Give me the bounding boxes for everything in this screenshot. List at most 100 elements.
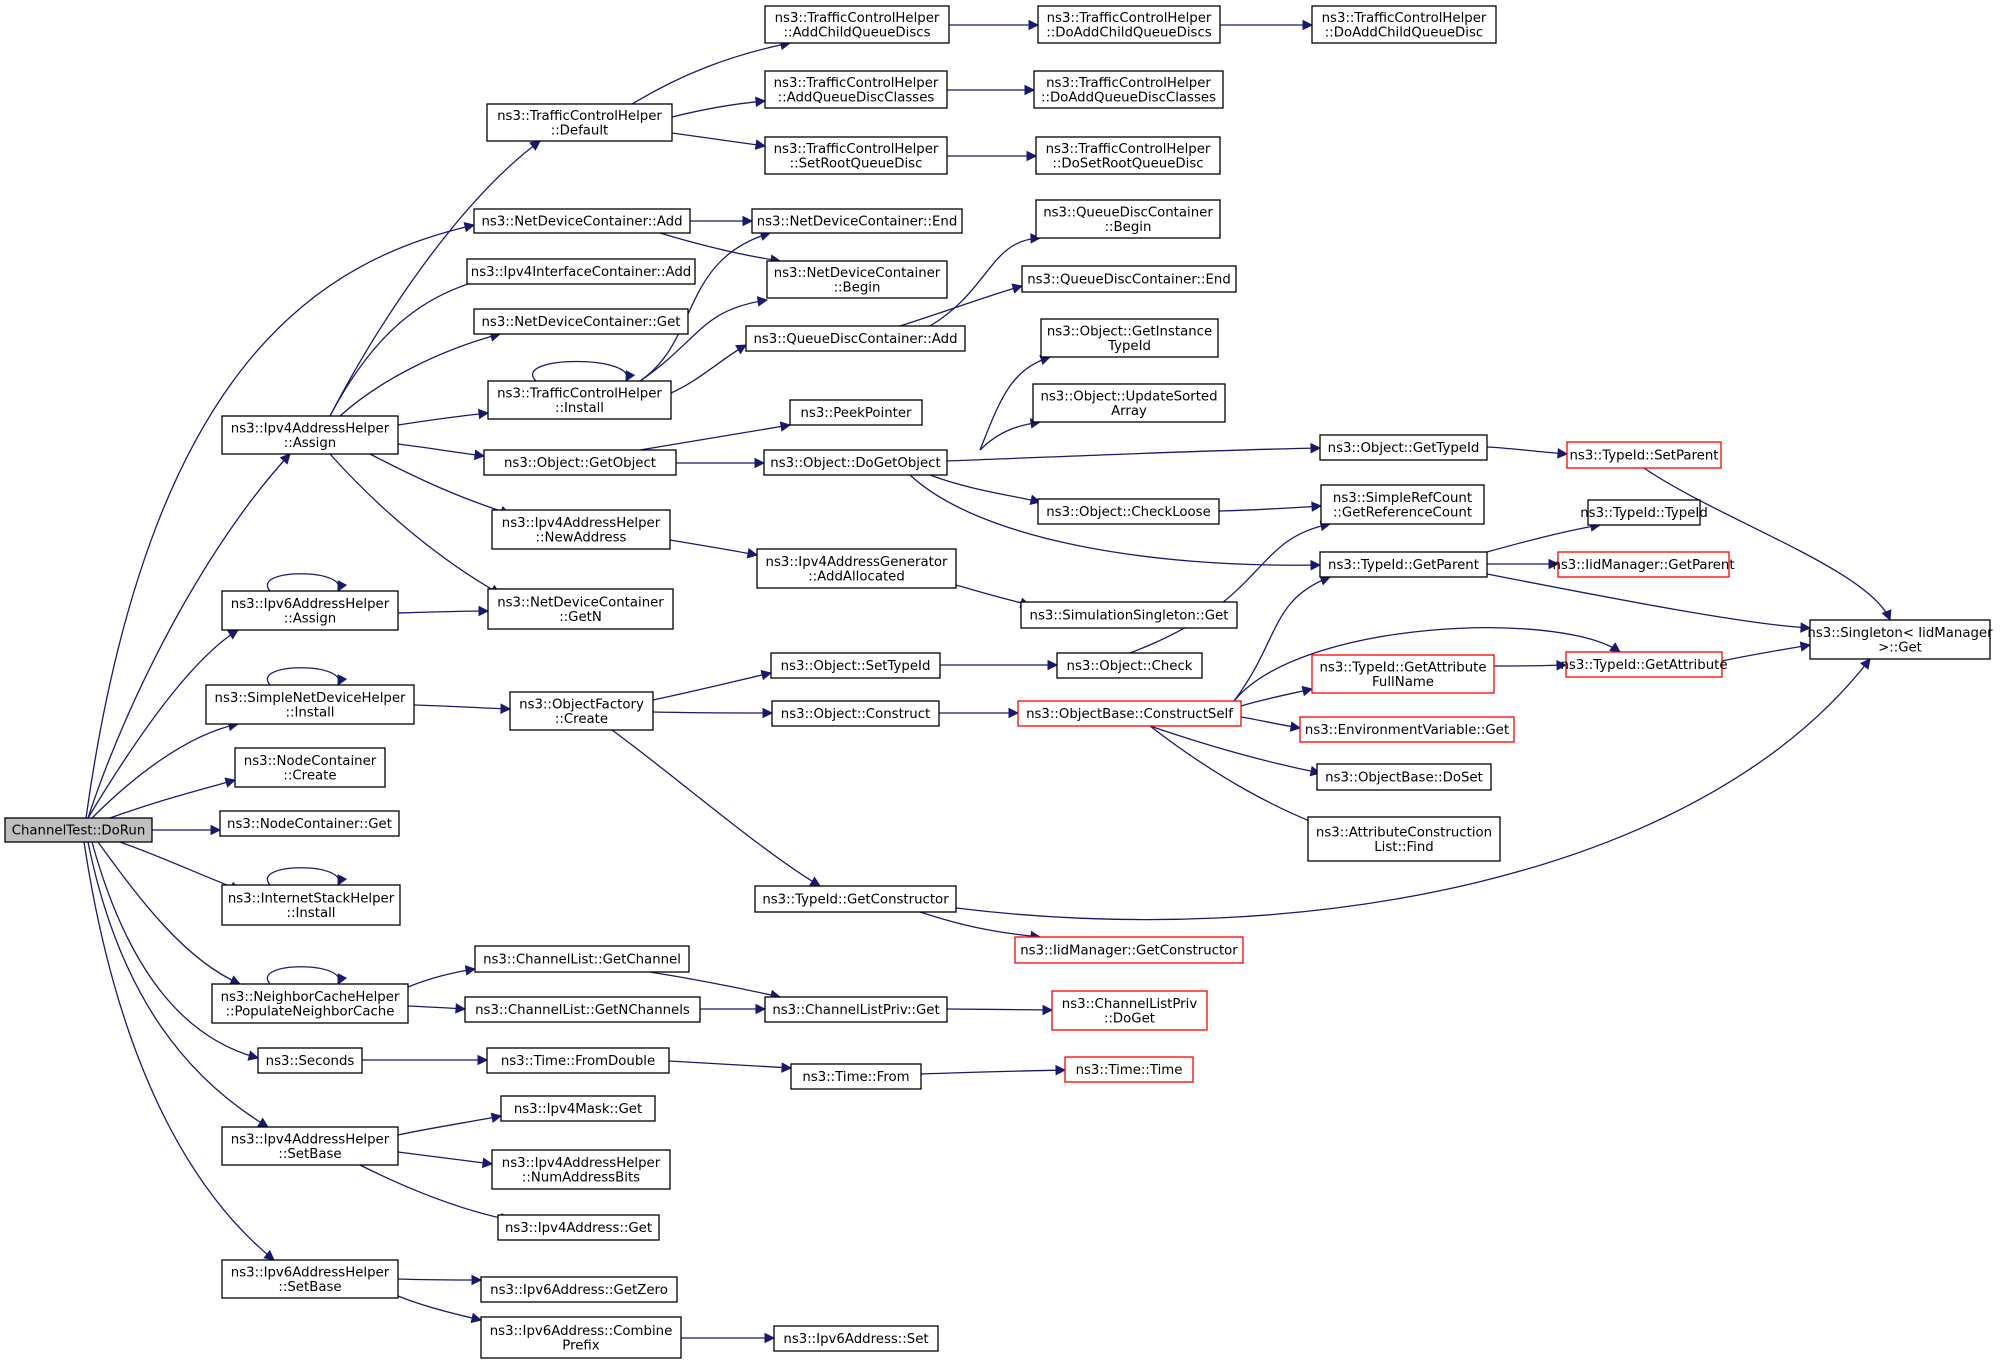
node-box[interactable]: [509, 691, 654, 731]
node-ipv6address-getzero[interactable]: ns3::Ipv6Address::GetZero: [480, 1276, 678, 1303]
node-chlpriv-get[interactable]: ns3::ChannelListPriv::Get: [764, 996, 948, 1023]
node-box[interactable]: [1035, 199, 1221, 239]
node-box[interactable]: [1051, 990, 1208, 1031]
node-box[interactable]: [1032, 383, 1226, 423]
node-typeid-getconstructor[interactable]: ns3::TypeId::GetConstructor: [754, 885, 957, 913]
node-box[interactable]: [219, 810, 400, 837]
node-ipv4ah-setbase[interactable]: ns3::Ipv4AddressHelper::SetBase: [221, 1126, 399, 1166]
node-box[interactable]: [497, 1214, 660, 1241]
node-envvar-get[interactable]: ns3::EnvironmentVariable::Get: [1299, 716, 1515, 743]
node-peekpointer[interactable]: ns3::PeekPointer: [789, 399, 923, 426]
node-box[interactable]: [1033, 70, 1224, 109]
node-box[interactable]: [1299, 716, 1515, 743]
node-singleton-get[interactable]: ns3::Singleton< IidManager>::Get: [1807, 619, 1993, 660]
node-ipv4ah-newaddress[interactable]: ns3::Ipv4AddressHelper::NewAddress: [491, 509, 671, 550]
node-ipv6ah-assign[interactable]: ns3::Ipv6AddressHelper::Assign: [221, 590, 399, 631]
node-box[interactable]: [1037, 5, 1221, 44]
node-chlpriv-doget[interactable]: ns3::ChannelListPriv::DoGet: [1051, 990, 1208, 1031]
node-box[interactable]: [234, 747, 386, 788]
node-time-from[interactable]: ns3::Time::From: [790, 1063, 922, 1090]
node-nch-populate[interactable]: ns3::NeighborCacheHelper::PopulateNeighb…: [211, 983, 409, 1024]
node-box[interactable]: [221, 590, 399, 631]
node-ndc-add[interactable]: ns3::NetDeviceContainer::Add: [473, 208, 691, 234]
node-box[interactable]: [1565, 651, 1723, 678]
node-box[interactable]: [1056, 652, 1203, 679]
node-obj-dogetobject[interactable]: ns3::Object::DoGetObject: [763, 449, 948, 476]
node-box[interactable]: [483, 449, 677, 476]
node-objbase-doset[interactable]: ns3::ObjectBase::DoSet: [1316, 763, 1492, 791]
node-ndc-begin[interactable]: ns3::NetDeviceContainer::Begin: [766, 260, 948, 299]
node-objbase-constructself[interactable]: ns3::ObjectBase::ConstructSelf: [1017, 700, 1242, 727]
node-box[interactable]: [754, 885, 957, 913]
node-box[interactable]: [221, 884, 401, 926]
node-chl-getchannel[interactable]: ns3::ChannelList::GetChannel: [474, 945, 690, 973]
node-box[interactable]: [464, 996, 701, 1023]
node-simsingleton-get[interactable]: ns3::SimulationSingleton::Get: [1020, 601, 1238, 629]
node-tch-doaddchildren[interactable]: ns3::TrafficControlHelper::DoAddChildQue…: [1037, 5, 1221, 44]
node-root[interactable]: ChannelTest::DoRun: [4, 817, 153, 843]
node-tch-setroot[interactable]: ns3::TrafficControlHelper::SetRootQueueD…: [764, 136, 948, 175]
node-box[interactable]: [221, 415, 399, 455]
node-box[interactable]: [466, 258, 696, 285]
node-box[interactable]: [257, 1047, 363, 1074]
node-box[interactable]: [473, 308, 689, 335]
node-obj-getobject[interactable]: ns3::Object::GetObject: [483, 449, 677, 476]
node-box[interactable]: [221, 1259, 399, 1299]
node-box[interactable]: [756, 548, 957, 589]
node-box[interactable]: [487, 588, 674, 630]
node-box[interactable]: [771, 700, 940, 727]
node-box[interactable]: [1040, 318, 1219, 358]
node-box[interactable]: [205, 684, 415, 725]
node-nc-get[interactable]: ns3::NodeContainer::Get: [219, 810, 400, 837]
node-iidmgr-getparent[interactable]: ns3::IidManager::GetParent: [1552, 551, 1735, 578]
node-box[interactable]: [1017, 700, 1242, 727]
node-iidmgr-getconstructor[interactable]: ns3::IidManager::GetConstructor: [1014, 936, 1244, 964]
node-tch-addclasses[interactable]: ns3::TrafficControlHelper::AddQueueDiscC…: [764, 70, 948, 109]
node-box[interactable]: [1320, 484, 1485, 525]
node-time-time[interactable]: ns3::Time::Time: [1064, 1056, 1194, 1083]
node-box[interactable]: [4, 817, 153, 843]
node-box[interactable]: [221, 1126, 399, 1166]
node-box[interactable]: [1587, 499, 1701, 526]
node-qdc-add[interactable]: ns3::QueueDiscContainer::Add: [745, 325, 966, 352]
node-box[interactable]: [491, 1149, 671, 1190]
node-box[interactable]: [764, 70, 948, 109]
node-time-fromdouble[interactable]: ns3::Time::FromDouble: [486, 1047, 670, 1074]
node-box[interactable]: [764, 996, 948, 1023]
node-box[interactable]: [474, 945, 690, 973]
node-box[interactable]: [491, 509, 671, 550]
node-tch-doaddclasses[interactable]: ns3::TrafficControlHelper::DoAddQueueDis…: [1033, 70, 1224, 109]
node-nc-create[interactable]: ns3::NodeContainer::Create: [234, 747, 386, 788]
node-box[interactable]: [486, 1047, 670, 1074]
node-box[interactable]: [211, 983, 409, 1024]
node-box[interactable]: [1014, 936, 1244, 964]
node-box[interactable]: [1021, 265, 1237, 293]
node-box[interactable]: [790, 1063, 922, 1090]
node-box[interactable]: [480, 1276, 678, 1303]
node-box[interactable]: [789, 399, 923, 426]
node-box[interactable]: [487, 380, 672, 420]
node-obj-construct[interactable]: ns3::Object::Construct: [771, 700, 940, 727]
node-box[interactable]: [486, 103, 673, 142]
node-ipv6address-set[interactable]: ns3::Ipv6Address::Set: [773, 1325, 939, 1352]
node-box[interactable]: [751, 208, 963, 234]
node-typeid-typeid[interactable]: ns3::TypeId::TypeId: [1580, 499, 1708, 526]
node-ndc-getn[interactable]: ns3::NetDeviceContainer::GetN: [487, 588, 674, 630]
node-seconds[interactable]: ns3::Seconds: [257, 1047, 363, 1074]
node-box[interactable]: [1319, 551, 1488, 578]
node-box[interactable]: [1557, 551, 1730, 578]
node-box[interactable]: [764, 5, 950, 44]
node-tch-default[interactable]: ns3::TrafficControlHelper::Default: [486, 103, 673, 142]
node-box[interactable]: [1307, 816, 1501, 862]
node-objfactory-create[interactable]: ns3::ObjectFactory::Create: [509, 691, 654, 731]
node-box[interactable]: [1037, 498, 1220, 525]
node-obj-settypeid[interactable]: ns3::Object::SetTypeId: [770, 652, 941, 679]
node-box[interactable]: [1035, 136, 1221, 175]
node-ndc-end[interactable]: ns3::NetDeviceContainer::End: [751, 208, 963, 234]
node-box[interactable]: [1809, 619, 1991, 660]
node-tch-install[interactable]: ns3::TrafficControlHelper::Install: [487, 380, 672, 420]
node-box[interactable]: [766, 260, 948, 299]
